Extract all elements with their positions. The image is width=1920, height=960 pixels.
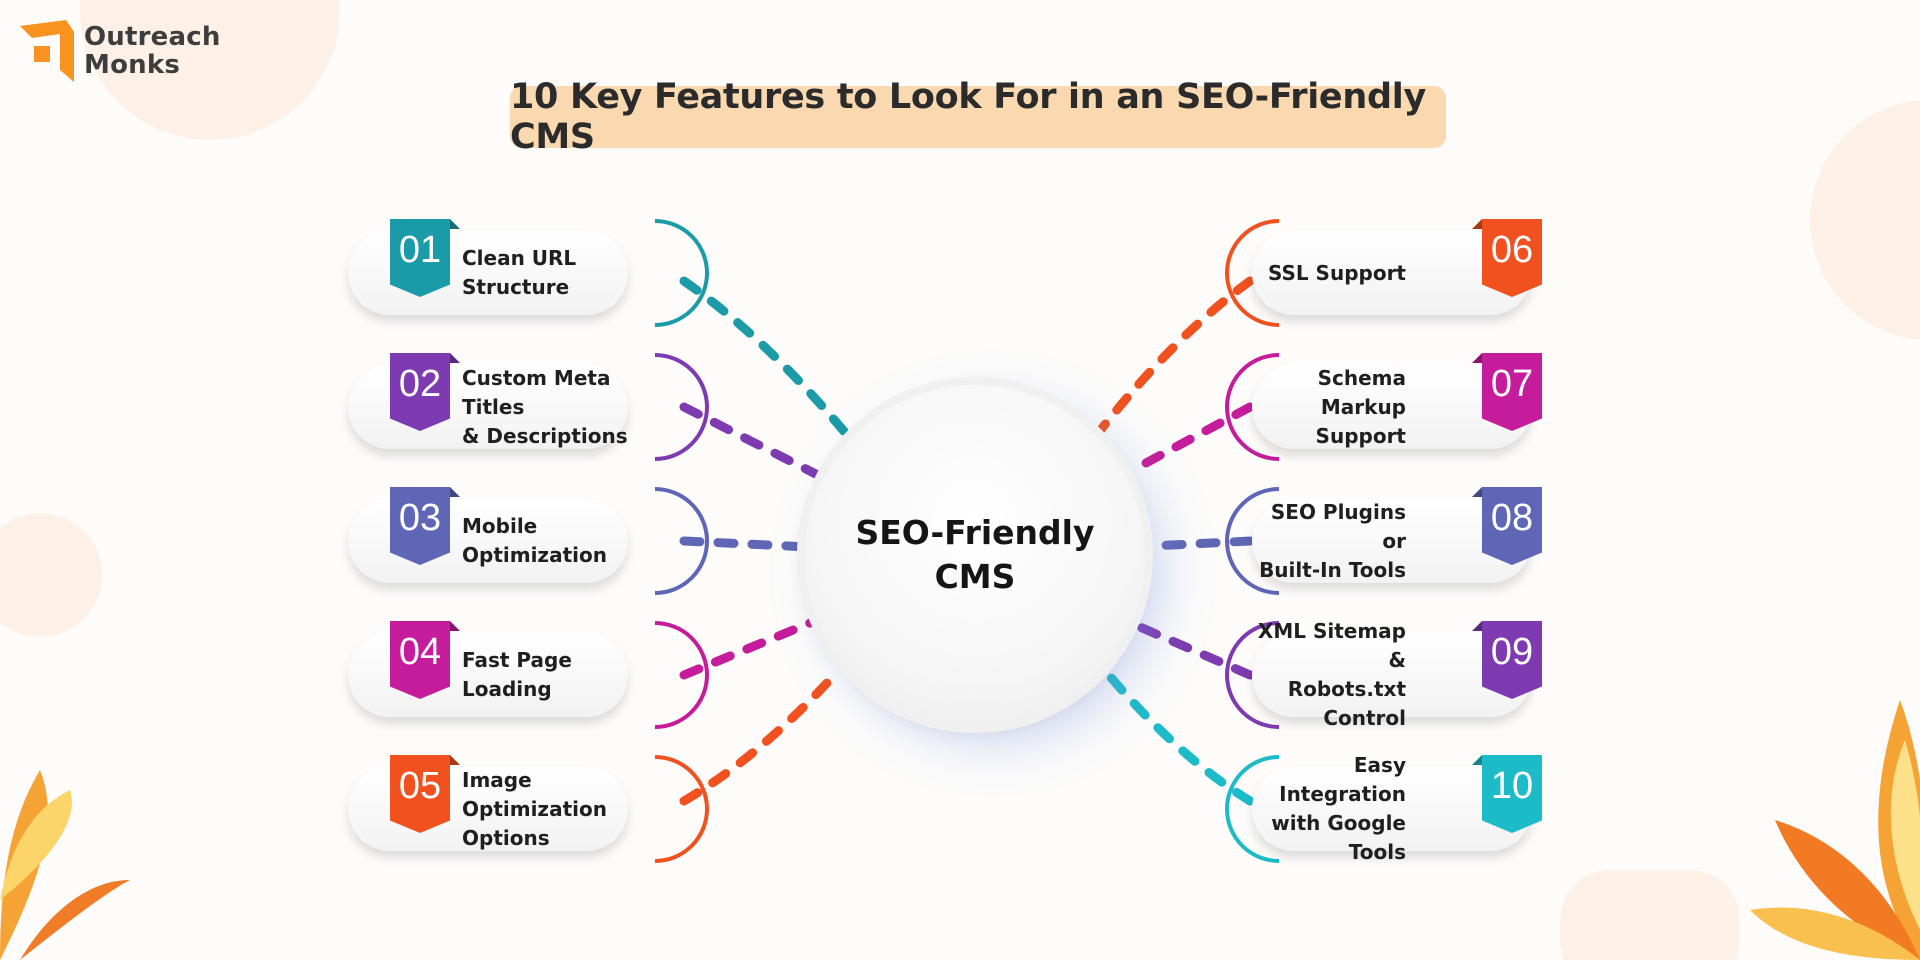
dashed-connector-06 [1096,276,1255,434]
dashed-connector-09 [1133,621,1255,680]
feature-label: SEO Plugins or Built-In Tools [1259,499,1406,582]
dashed-connector-04 [679,618,815,680]
feature-label: Schema Markup Support [1315,365,1406,448]
dashed-connector-05 [679,665,844,806]
badge-fold [450,353,460,363]
feature-number-badge: 06 [1482,219,1542,297]
dashed-connector-10 [1103,669,1255,806]
feature-label: Mobile Optimization [462,514,607,567]
central-hub: SEO-Friendly CMS [805,385,1145,725]
card-bracket-arc [654,487,709,595]
leaf-decor-right [1750,700,1920,960]
feature-card-07: 07 Schema Markup Support [1252,353,1542,449]
feature-card-08: 08 SEO Plugins or Built-In Tools [1252,487,1542,583]
brand-name-line2: Monks [84,50,181,80]
hub-label: SEO-Friendly CMS [855,513,1095,596]
badge-fold [450,219,460,229]
dashed-connector-01 [679,276,850,438]
feature-label: Fast Page Loading [462,648,572,701]
outreach-monks-logo-icon [20,20,74,82]
card-bracket-arc [654,353,709,461]
feature-number-badge: 10 [1482,755,1542,833]
badge-fold [1472,353,1482,363]
leaf-decor-left [0,770,130,960]
feature-number-badge: 01 [390,219,450,297]
feature-card-09: 09 XML Sitemap & Robots.txt Control [1252,619,1542,730]
brand-name-line1: Outreach [84,22,221,52]
feature-label: Custom Meta Titles & Descriptions [462,365,628,448]
badge-fold [450,621,460,631]
dashed-connector-08 [1148,536,1255,551]
badge-fold [1472,487,1482,497]
badge-fold [450,487,460,497]
feature-number-badge: 02 [390,353,450,431]
feature-label: XML Sitemap & Robots.txt Control [1257,619,1406,730]
feature-card-10: 10 Easy Integration with Google Tools [1252,753,1542,864]
badge-fold [1472,621,1482,631]
feature-number-badge: 07 [1482,353,1542,431]
feature-number-badge: 05 [390,755,450,833]
card-bracket-arc [654,219,709,327]
feature-label: Easy Integration with Google Tools [1271,753,1406,864]
dashed-connector-02 [679,402,821,479]
badge-fold [1472,219,1482,229]
page-title: 10 Key Features to Look For in an SEO-Fr… [510,77,1446,157]
feature-label: Image Optimization Options [462,767,607,850]
card-bracket-arc [654,755,709,863]
dashed-connector-07 [1127,402,1255,476]
feature-number-badge: 08 [1482,487,1542,565]
feature-number-badge: 03 [390,487,450,565]
feature-label: Clean URL Structure [462,246,577,299]
badge-fold [1472,755,1482,765]
feature-label: SSL Support [1267,260,1406,285]
feature-number-badge: 09 [1482,621,1542,699]
card-bracket-arc [654,621,709,729]
badge-fold [450,755,460,765]
feature-number-badge: 04 [390,621,450,699]
dashed-connector-03 [679,536,802,551]
brand-logo[interactable]: Outreach Monks [16,20,221,82]
